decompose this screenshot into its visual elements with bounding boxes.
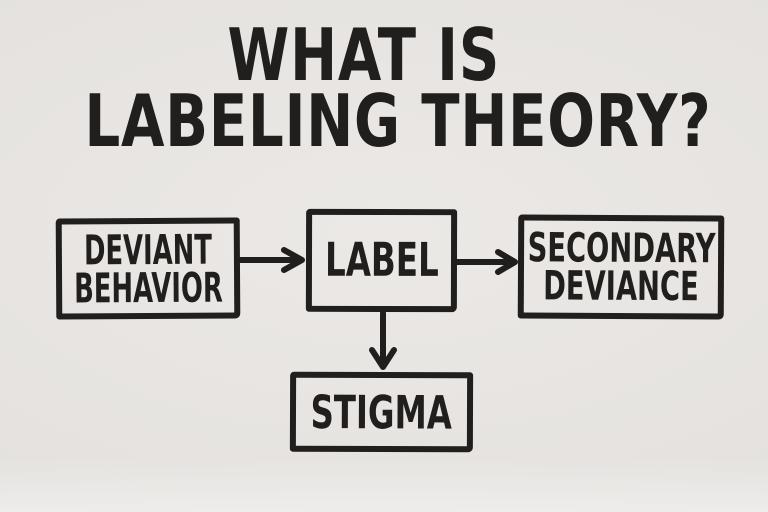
node-label: LABEL bbox=[305, 208, 458, 313]
node-stigma: STIGMA bbox=[289, 371, 474, 453]
node-deviant-behavior: DEVIANT BEHAVIOR bbox=[55, 217, 241, 320]
node-deviant-behavior-label-line-2: BEHAVIOR bbox=[73, 263, 223, 312]
node-secondary-deviance-label-line-2: DEVIANCE bbox=[542, 262, 699, 310]
title-line-1: WHAT IS bbox=[227, 13, 501, 97]
page-title: WHAT IS LABELING THEORY? bbox=[0, 13, 768, 163]
node-secondary-deviance: SECONDARY DEVIANCE bbox=[517, 214, 725, 320]
title-line-2: LABELING THEORY? bbox=[84, 79, 712, 163]
node-stigma-label: STIGMA bbox=[310, 384, 453, 440]
node-label-label: LABEL bbox=[324, 232, 439, 288]
arrow-deviant-to-label-icon bbox=[236, 245, 310, 275]
arrow-label-to-stigma-icon bbox=[367, 310, 399, 374]
arrow-label-to-secondary-icon bbox=[453, 247, 523, 277]
